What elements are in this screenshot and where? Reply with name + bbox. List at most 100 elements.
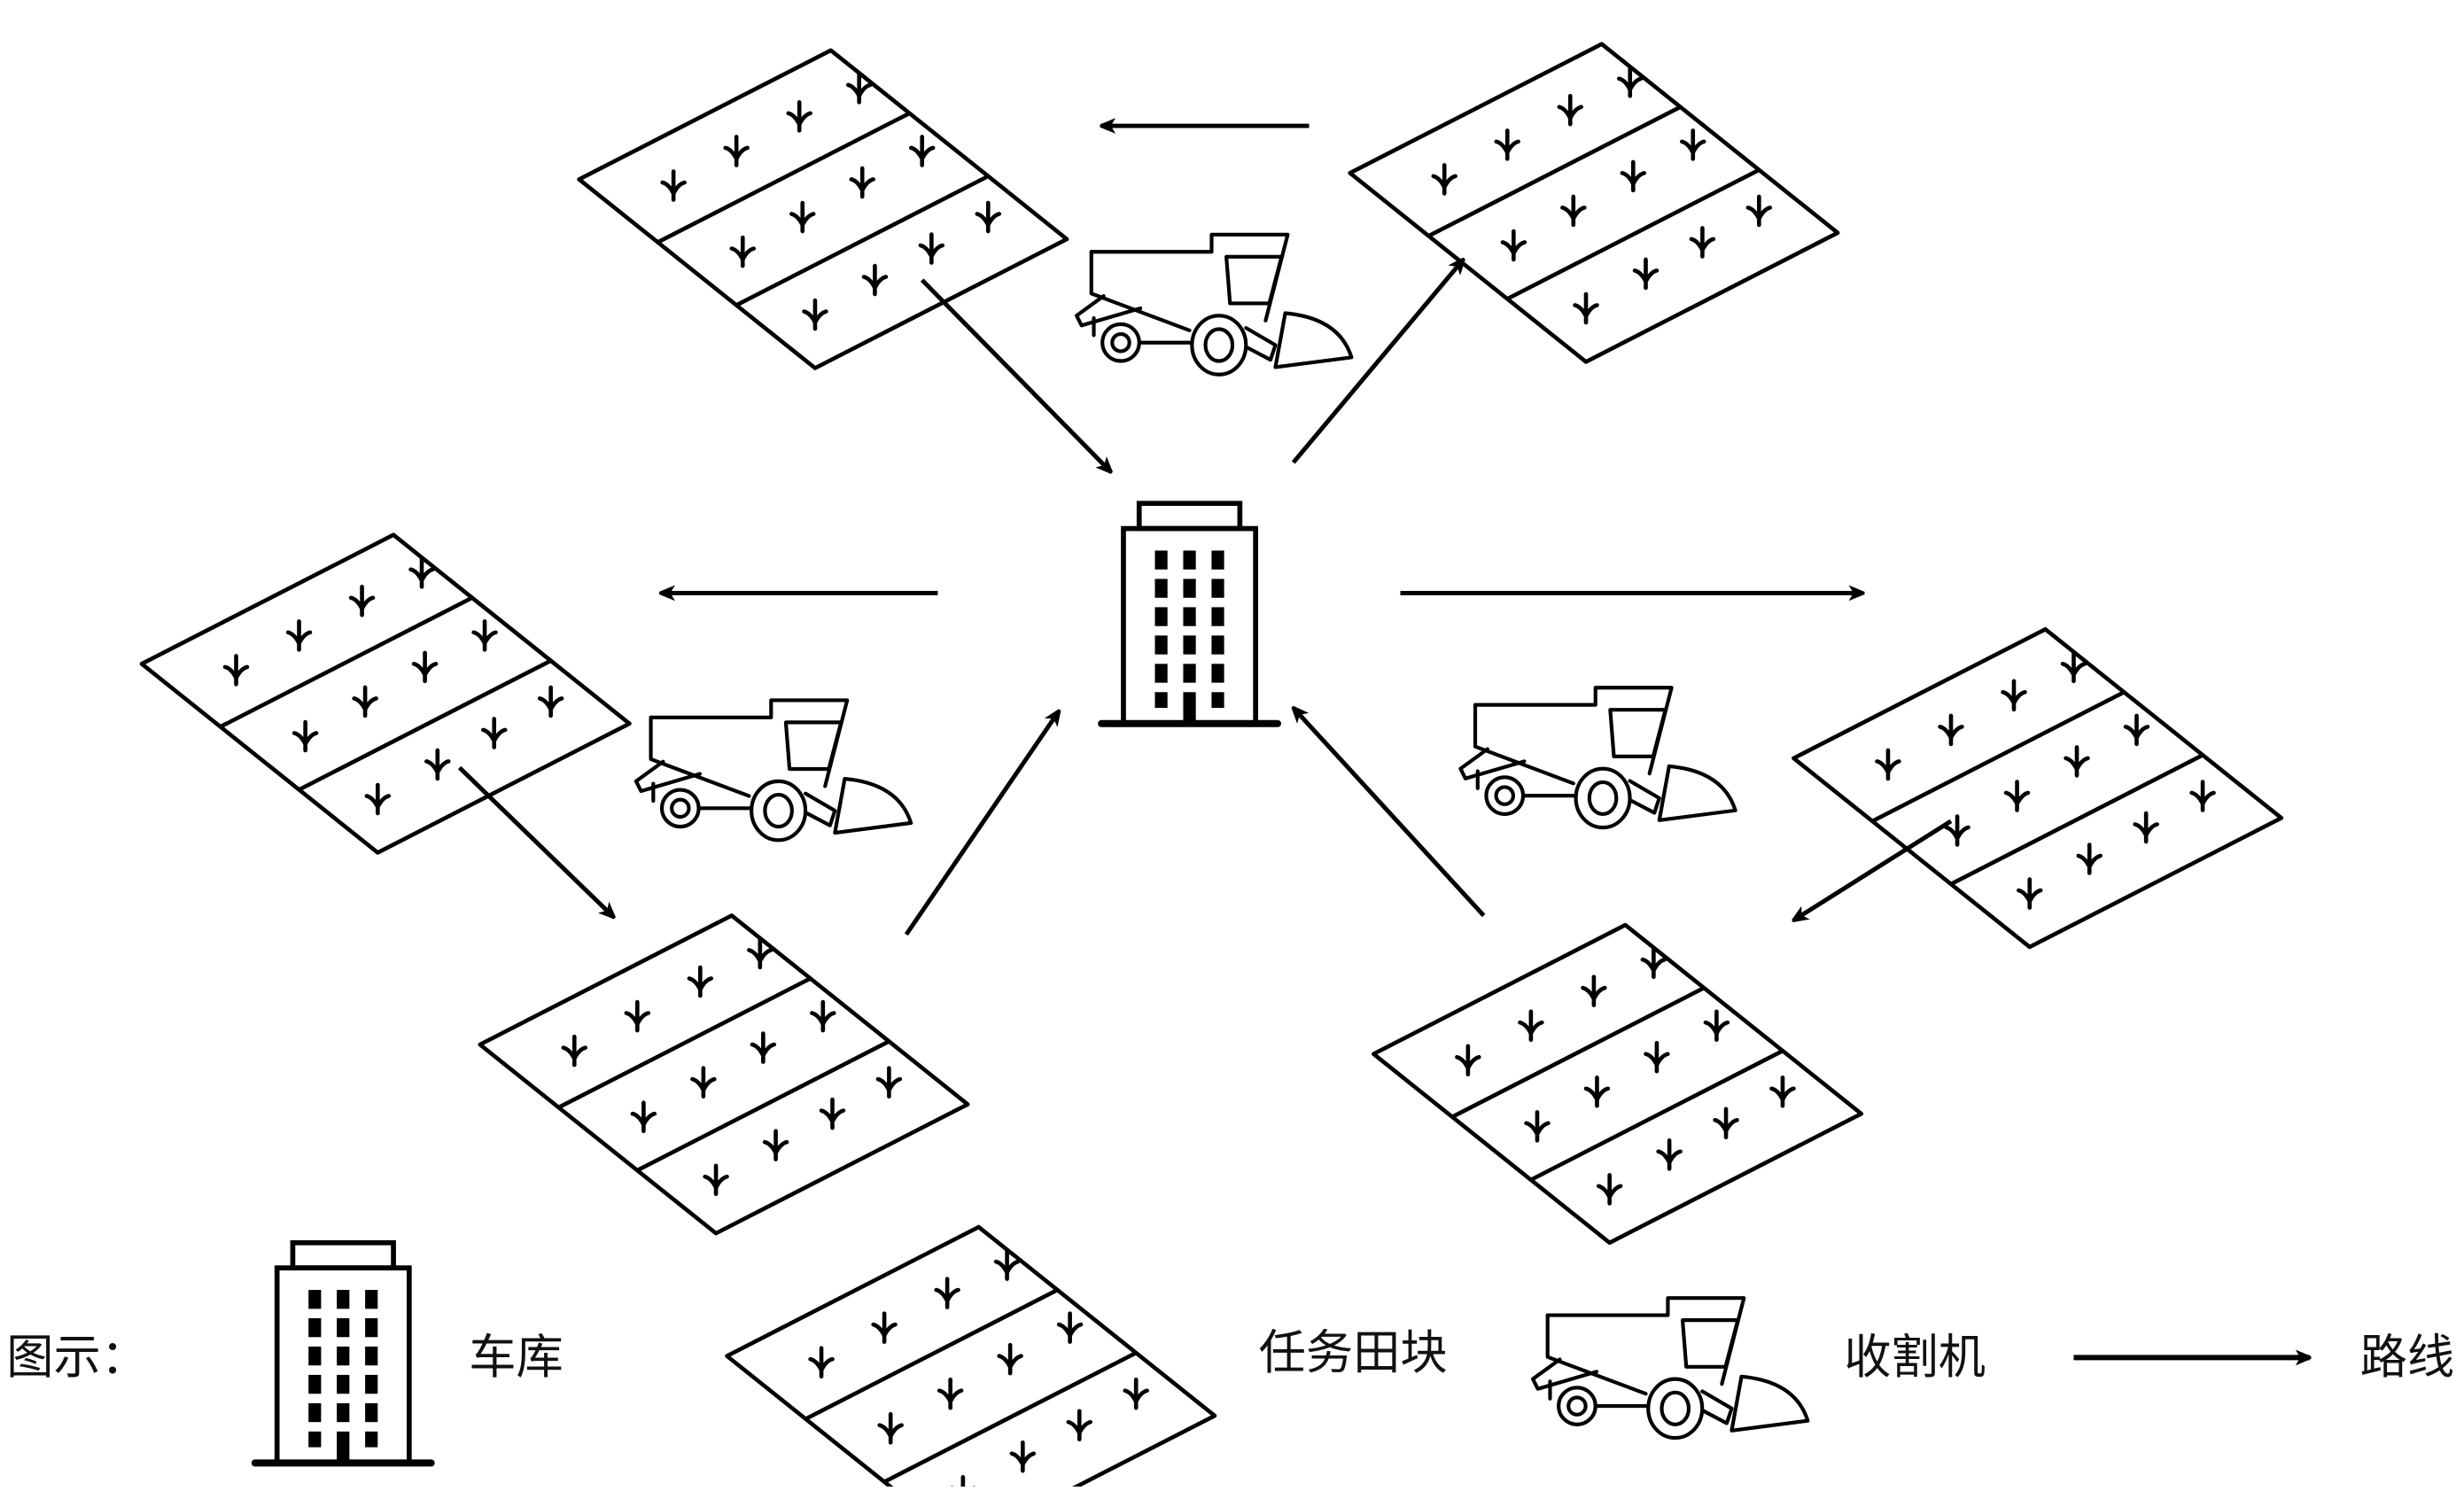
harvester-icon	[636, 700, 911, 840]
legend-label-garage: 车库	[469, 1330, 564, 1385]
crop-sprout-icon	[2006, 782, 2028, 811]
crop-sprout-icon	[1559, 96, 1582, 124]
harvester-icon	[1460, 687, 1735, 827]
crop-sprout-icon	[1575, 294, 1597, 322]
crop-sprout-icon	[564, 1037, 586, 1065]
crop-sprout-icon	[689, 967, 711, 996]
crop-sprout-icon	[1659, 1140, 1681, 1169]
crop-sprout-icon	[752, 1034, 774, 1062]
crop-sprout-icon	[821, 1099, 843, 1128]
legend-harvester-icon	[1533, 1298, 1807, 1438]
crop-sprout-icon	[705, 1166, 727, 1194]
crop-sprout-icon	[804, 300, 827, 329]
field-mid-right-icon	[1793, 629, 2281, 947]
legend-label-field: 任务田块	[1259, 1325, 1448, 1380]
crop-sprout-icon	[294, 722, 316, 750]
crop-sprout-icon	[474, 621, 496, 649]
field-top-left-icon	[579, 50, 1067, 369]
crop-sprout-icon	[351, 586, 373, 615]
field-mid-left-icon	[142, 535, 629, 853]
crop-sprout-icon	[633, 1103, 655, 1131]
route-arrow	[1291, 260, 1464, 464]
crop-sprout-icon	[2126, 716, 2148, 744]
crop-sprout-icon	[2192, 782, 2214, 811]
crop-sprout-icon	[811, 1348, 833, 1377]
crop-sprout-icon	[1520, 1012, 1542, 1040]
route-arrow	[1793, 819, 1953, 920]
legend: 图示： 车库 任务田块 收割机 路线	[6, 1227, 2454, 1487]
crop-sprout-icon	[952, 1477, 974, 1487]
crop-sprout-icon	[1496, 130, 1519, 159]
crop-sprout-icon	[864, 266, 886, 294]
crop-sprout-icon	[1562, 197, 1584, 225]
crop-sprout-icon	[414, 653, 436, 681]
crop-sprout-icon	[426, 750, 448, 779]
crop-sprout-icon	[367, 785, 389, 813]
crop-sprout-icon	[878, 1068, 900, 1097]
crop-sprout-icon	[1582, 977, 1605, 1006]
crop-sprout-icon	[354, 687, 377, 716]
crop-sprout-icon	[1457, 1046, 1479, 1075]
route-arrow	[904, 711, 1059, 936]
crop-sprout-icon	[812, 1002, 834, 1030]
crop-sprout-icon	[999, 1345, 1022, 1373]
crop-sprout-icon	[977, 203, 999, 231]
crop-sprout-icon	[1059, 1314, 1081, 1342]
crop-sprout-icon	[288, 621, 310, 649]
garage-building-icon	[1101, 503, 1278, 724]
crop-sprout-icon	[1503, 231, 1525, 260]
crop-sprout-icon	[1748, 197, 1770, 225]
crop-sprout-icon	[911, 136, 933, 165]
crop-sprout-icon	[726, 136, 748, 165]
crop-sprout-icon	[921, 235, 943, 263]
crop-sprout-icon	[663, 172, 685, 200]
crop-sprout-icon	[874, 1314, 896, 1342]
crop-sprout-icon	[1772, 1077, 1794, 1106]
crop-sprout-icon	[1877, 750, 1900, 779]
crop-sprout-icon	[1645, 1043, 1667, 1071]
crop-sprout-icon	[1940, 716, 1963, 744]
field-icon	[727, 1227, 1215, 1487]
route-arrow	[920, 278, 1111, 472]
crop-sprout-icon	[540, 687, 562, 716]
crop-sprout-icon	[2135, 813, 2157, 842]
field-bottom-right-icon	[1373, 925, 1861, 1243]
crop-sprout-icon	[1682, 130, 1704, 159]
crop-sprout-icon	[692, 1068, 714, 1097]
crop-sprout-icon	[225, 656, 247, 684]
route-arrow	[457, 765, 614, 918]
crop-sprout-icon	[1706, 1012, 1728, 1040]
crop-sprout-icon	[1586, 1077, 1608, 1106]
harvester-icon	[1077, 235, 1351, 375]
crop-sprout-icon	[1635, 260, 1657, 288]
field-bottom-left-icon	[480, 915, 968, 1233]
legend-building-icon	[255, 1243, 431, 1464]
crop-sprout-icon	[2018, 880, 2040, 908]
crop-sprout-icon	[483, 718, 505, 747]
route-arrow	[1294, 708, 1486, 918]
crop-sprout-icon	[789, 102, 811, 130]
crop-sprout-icon	[2066, 747, 2088, 775]
crop-sprout-icon	[791, 203, 813, 231]
crop-sprout-icon	[1527, 1112, 1549, 1140]
legend-title: 图示：	[6, 1330, 148, 1385]
crop-sprout-icon	[626, 1002, 649, 1030]
field-top-right-icon	[1350, 44, 1838, 362]
crop-sprout-icon	[937, 1279, 959, 1308]
crop-sprout-icon	[2079, 845, 2101, 874]
crop-sprout-icon	[1691, 228, 1714, 256]
crop-sprout-icon	[1012, 1442, 1034, 1471]
crop-sprout-icon	[880, 1414, 902, 1442]
crop-sprout-icon	[1125, 1379, 1147, 1408]
crop-sprout-icon	[1598, 1175, 1621, 1203]
crop-sprout-icon	[1622, 162, 1644, 190]
legend-label-route: 路线	[2360, 1330, 2455, 1385]
legend-label-harvester: 收割机	[1844, 1330, 1986, 1385]
crop-sprout-icon	[2003, 681, 2025, 710]
crop-sprout-icon	[1715, 1109, 1737, 1138]
crop-sprout-icon	[1434, 165, 1456, 193]
legend-field-icon	[727, 1227, 1215, 1487]
crop-sprout-icon	[732, 237, 754, 266]
